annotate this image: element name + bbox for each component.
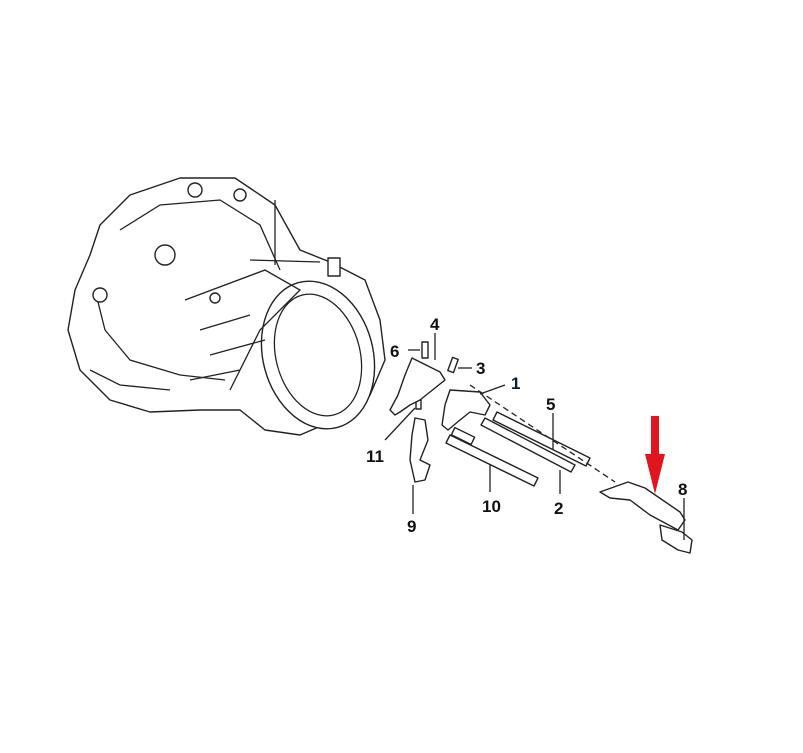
part-5-rail — [492, 411, 591, 467]
label-11: 11 — [366, 447, 384, 466]
down-arrow-icon — [645, 416, 665, 494]
part-3-pin — [447, 356, 459, 374]
part-10-rail — [445, 426, 539, 487]
part-8-bracket — [659, 524, 693, 554]
part-2-rail — [480, 417, 576, 473]
part-6-pin — [421, 341, 429, 359]
part-9-shift-fork — [409, 417, 431, 483]
part-4-shift-fork — [389, 357, 446, 416]
label-8: 8 — [678, 480, 687, 499]
part-7-shift-fork — [599, 481, 686, 531]
label-1: 1 — [511, 374, 520, 393]
label-9: 9 — [407, 517, 416, 536]
label-10: 10 — [482, 497, 501, 516]
label-6: 6 — [390, 342, 399, 361]
label-2: 2 — [554, 499, 563, 518]
label-5: 5 — [546, 395, 555, 414]
label-3: 3 — [476, 359, 485, 378]
label-4: 4 — [430, 315, 440, 334]
transmission-housing — [67, 177, 386, 436]
part-1-shift-fork — [441, 389, 491, 431]
